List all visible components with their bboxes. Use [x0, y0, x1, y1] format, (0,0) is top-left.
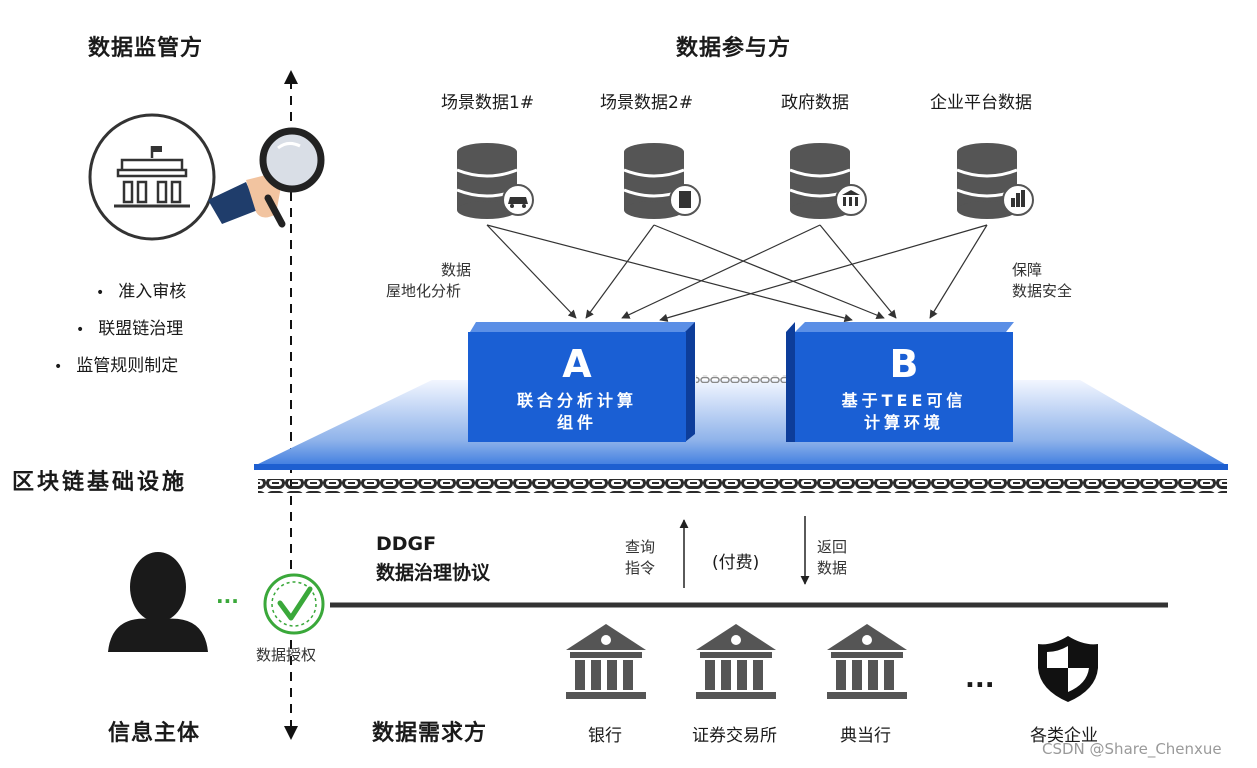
- source-label-4: 企业平台数据: [930, 93, 1032, 113]
- source-label-1: 场景数据1#: [441, 93, 535, 113]
- left-note-line1: 数据: [440, 261, 471, 279]
- database-icon-1: [456, 143, 534, 219]
- participants-title: 数据参与方: [676, 36, 792, 61]
- bullet-item: 准入审核: [50, 274, 186, 311]
- org-label-4: 各类企业: [1030, 726, 1098, 746]
- component-b-line1: 基于TEE可信: [841, 391, 967, 410]
- component-box-b: [786, 322, 1014, 442]
- regulator-bullet-list: 准入审核 联盟链治理 监管规则制定: [50, 274, 186, 385]
- right-note-line2: 数据安全: [1012, 282, 1073, 300]
- authorization-check-icon: [263, 573, 325, 635]
- return-line1: 返回: [817, 538, 848, 556]
- return-line2: 数据: [817, 559, 848, 577]
- platform-surface: [254, 380, 1228, 466]
- data-flow-arrows: [486, 224, 988, 323]
- component-a-line1: 联合分析计算: [516, 391, 637, 410]
- blockchain-label: 区块链基础设施: [12, 470, 188, 495]
- bank-icon-1: [566, 624, 646, 699]
- government-building-icon: [88, 113, 216, 241]
- query-line2: 指令: [625, 559, 656, 577]
- platform-edge: [254, 464, 1228, 470]
- demand-title: 数据需求方: [372, 721, 488, 746]
- divider-arrow-top: [284, 70, 298, 84]
- protocol-name: DDGF: [376, 533, 437, 555]
- component-box-a: [468, 322, 695, 442]
- auth-dots: ···: [216, 589, 239, 613]
- auth-label: 数据授权: [256, 646, 317, 664]
- component-a-line2: 组件: [556, 413, 597, 432]
- component-a-letter: A: [562, 342, 592, 386]
- blockchain-chain: [258, 479, 1227, 493]
- org-label-1: 银行: [588, 726, 622, 746]
- regulator-title: 数据监管方: [88, 36, 204, 61]
- source-label-2: 场景数据2#: [600, 93, 694, 113]
- magnifier-hand-icon: [208, 127, 325, 228]
- database-icon-2: [623, 143, 701, 219]
- shield-icon: [1038, 636, 1098, 702]
- database-icon-3: [789, 143, 867, 219]
- source-label-3: 政府数据: [781, 93, 849, 113]
- ellipsis: ...: [965, 664, 995, 694]
- database-icon-4: [956, 143, 1034, 219]
- subject-title: 信息主体: [108, 721, 201, 746]
- org-label-2: 证券交易所: [692, 726, 777, 746]
- bullet-item: 监管规则制定: [50, 348, 186, 385]
- bank-icon-3: [827, 624, 907, 699]
- person-icon: [108, 552, 208, 652]
- query-line1: 查询: [625, 538, 656, 556]
- bank-icon-2: [696, 624, 776, 699]
- org-label-3: 典当行: [840, 726, 891, 746]
- fee-label: (付费): [712, 553, 760, 573]
- box-link-chain: [696, 375, 786, 383]
- left-note-line2: 屋地化分析: [386, 282, 462, 300]
- bullet-item: 联盟链治理: [50, 311, 186, 348]
- component-b-line2: 计算环境: [863, 413, 944, 432]
- component-b-letter: B: [889, 342, 919, 386]
- protocol-desc: 数据治理协议: [376, 562, 491, 584]
- divider-arrow-bottom: [284, 726, 298, 740]
- watermark: CSDN @Share_Chenxue: [1042, 740, 1222, 758]
- right-note-line1: 保障: [1012, 261, 1043, 279]
